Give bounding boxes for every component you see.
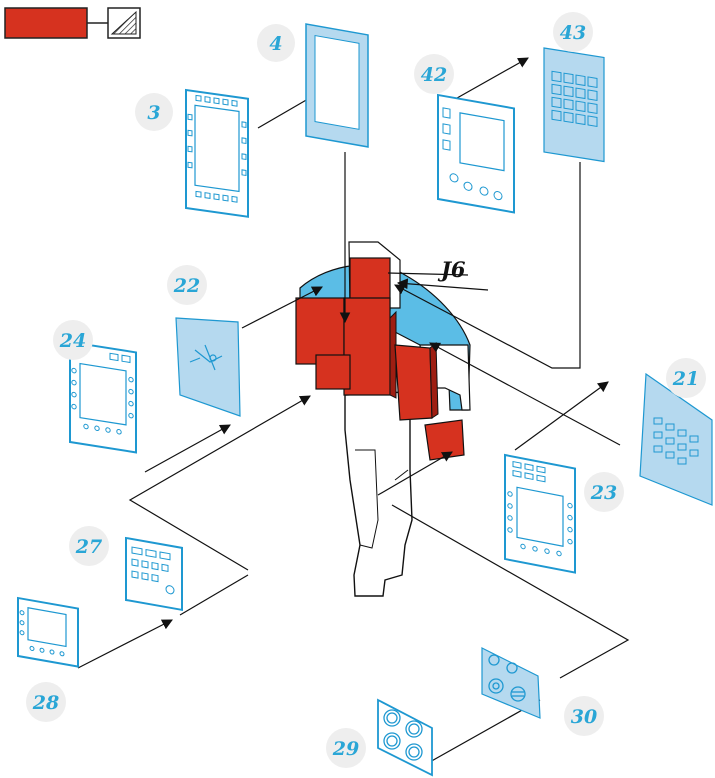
svg-text:3: 3 <box>147 102 160 124</box>
part-29-panel <box>378 700 432 775</box>
part-43-panel <box>544 48 604 162</box>
part-30-panel <box>482 648 540 718</box>
label-30: 30 <box>564 696 604 736</box>
svg-text:43: 43 <box>560 22 586 44</box>
svg-text:27: 27 <box>75 536 102 558</box>
label-27: 27 <box>69 526 109 566</box>
part-42-panel <box>438 95 514 212</box>
part-23-panel <box>505 455 575 573</box>
center-console <box>345 392 412 596</box>
label-22: 22 <box>167 265 207 305</box>
part-3-panel <box>186 90 248 217</box>
label-43: 43 <box>553 12 593 52</box>
part-27-panel <box>126 538 182 610</box>
label-28: 28 <box>26 682 66 722</box>
svg-text:4: 4 <box>269 33 282 55</box>
label-29: 29 <box>326 728 366 768</box>
cockpit-body <box>296 242 470 596</box>
part-22-panel <box>176 318 240 416</box>
part-4-panel <box>306 24 368 147</box>
legend <box>5 8 140 38</box>
part-28-panel <box>18 598 78 667</box>
svg-text:22: 22 <box>173 275 200 297</box>
label-4: 4 <box>257 24 295 62</box>
label-3: 3 <box>135 93 173 131</box>
label-21: 21 <box>666 358 706 398</box>
svg-text:42: 42 <box>421 64 447 86</box>
label-23: 23 <box>584 472 624 512</box>
label-24: 24 <box>53 320 93 360</box>
diagram-title: J6 <box>437 257 466 282</box>
svg-text:24: 24 <box>59 330 86 352</box>
label-42: 42 <box>414 54 454 94</box>
svg-text:30: 30 <box>571 706 597 728</box>
svg-text:21: 21 <box>672 368 699 390</box>
red-swatch-icon <box>5 8 87 38</box>
svg-text:28: 28 <box>32 692 59 714</box>
svg-text:23: 23 <box>590 482 617 504</box>
hatched-square-icon <box>108 8 140 38</box>
svg-text:29: 29 <box>332 738 359 760</box>
